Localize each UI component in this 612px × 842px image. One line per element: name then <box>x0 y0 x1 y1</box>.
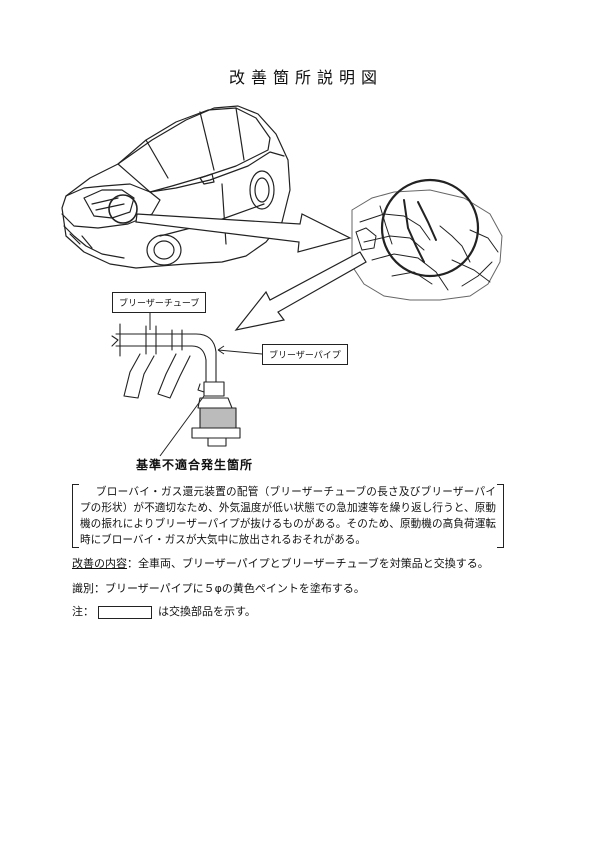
arrow-detail-to-part <box>234 251 367 331</box>
improvement-label: 改善の内容 <box>72 557 127 570</box>
car-illustration <box>61 105 291 269</box>
description-box: ブローバイ・ガス還元装置の配管（ブリーザーチューブの長さ及びブリーザーパイプの形… <box>72 484 504 548</box>
note-suffix: は交換部品を示す。 <box>158 605 256 618</box>
note-line: 注： は交換部品を示す。 <box>72 603 256 619</box>
arrow-car-to-detail <box>135 213 352 253</box>
breather-pipe-label: ブリーザーパイプ <box>262 344 348 365</box>
note-prefix: 注： <box>72 605 94 618</box>
identification-line: 識別：ブリーザーパイプに５φの黄色ペイントを塗布する。 <box>72 582 365 595</box>
nonconformity-label: 基準不適合発生箇所 <box>136 458 254 472</box>
improvement-line: 改善の内容：全車両、ブリーザーパイプとブリーザーチューブを対策品と交換する。 <box>72 555 489 571</box>
breather-part-illustration <box>111 323 241 447</box>
breather-tube-label: ブリーザーチューブ <box>112 292 207 313</box>
bracket-left <box>72 484 79 548</box>
improvement-text: ：全車両、ブリーザーパイプとブリーザーチューブを対策品と交換する。 <box>127 557 489 570</box>
description-text: ブローバイ・ガス還元装置の配管（ブリーザーチューブの長さ及びブリーザーパイプの形… <box>80 486 496 546</box>
replacement-part-legend-box <box>98 605 152 619</box>
engine-detail-illustration <box>351 178 503 301</box>
page-title: 改善箇所説明図 <box>228 68 383 87</box>
bracket-right <box>497 484 504 548</box>
